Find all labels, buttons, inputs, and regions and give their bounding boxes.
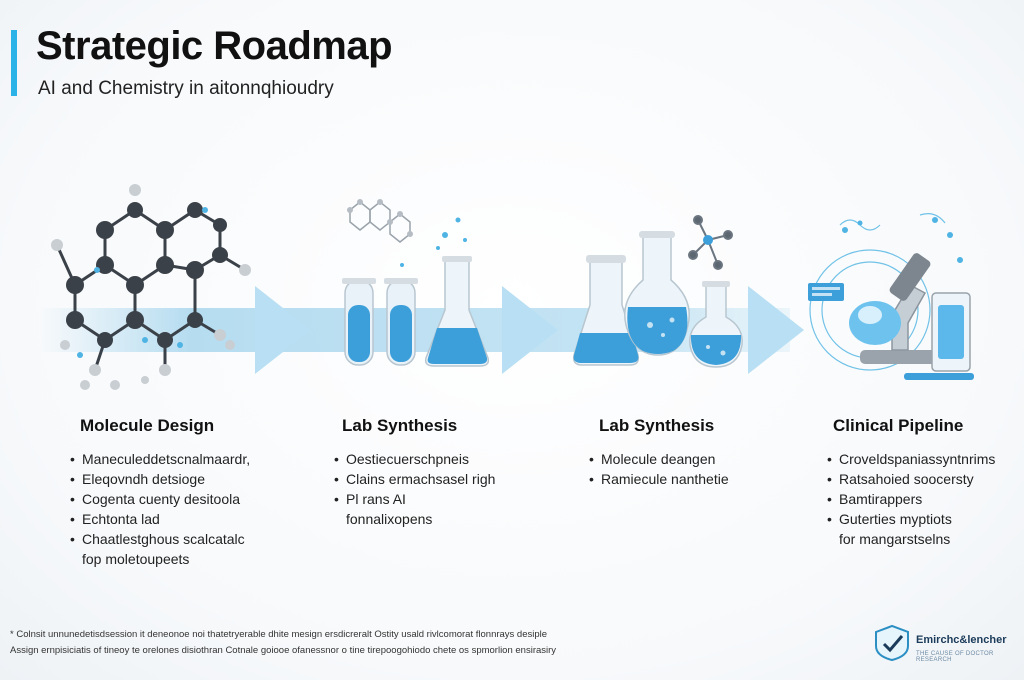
footnote-line-2: Assign ernpisiciatis of tineoy te orelon… <box>10 645 557 656</box>
stage-1-title: Molecule Design <box>80 416 215 435</box>
stage-2-bullet-continuation: fonnalixopens <box>346 511 433 527</box>
stage-3-title: Lab Synthesis <box>599 416 715 435</box>
stage-1-bullet: Echtonta lad <box>70 509 250 529</box>
stage-2-bullet: Pl rans AI <box>334 489 495 509</box>
flow-arrow-2 <box>502 286 558 374</box>
stage-3-bullets: Molecule deangen Ramiecule nanthetie <box>589 449 729 489</box>
stage-4-bullets: Croveldspaniassyntnrims Ratsahoied sooce… <box>827 449 995 549</box>
flow-arrow-1 <box>255 286 311 374</box>
stage-4-title: Clinical Pipeline <box>833 416 964 435</box>
stage-1-bullet: Eleqovndh detsioge <box>70 469 250 489</box>
molecule-lattice-icon <box>51 184 251 390</box>
page-title: Strategic Roadmap <box>36 24 393 68</box>
test-tubes-flask-icon <box>342 199 490 367</box>
footnote-line-1: * Colnsit unnunedetisdsession it deneono… <box>10 629 548 640</box>
stage-4-bullet: Ratsahoied soocersty <box>827 469 995 489</box>
title-accent-bar <box>11 30 17 96</box>
logo-name: Emirchc&lencher <box>916 634 1007 646</box>
stage-4-bullet-continuation: for mangarstselns <box>839 531 951 547</box>
stage-1-bullet: Chaatlestghous scalcatalc <box>70 529 250 549</box>
flasks-icon <box>572 215 743 368</box>
company-logo-icon <box>875 624 909 662</box>
stage-2-title: Lab Synthesis <box>342 416 458 435</box>
stage-3-bullet: Molecule deangen <box>589 449 729 469</box>
stage-2-bullet: Clains ermachsasel righ <box>334 469 495 489</box>
stage-1-bullets: Maneculeddetscnalmaardr, Eleqovndh detsi… <box>70 449 250 569</box>
page-subtitle: AI and Chemistry in aitonnqhioudry <box>38 78 334 99</box>
stage-1-bullet: Cogenta cuenty desitoola <box>70 489 250 509</box>
stage-2-bullets: Oestiecuerschpneis Clains ermachsasel ri… <box>334 449 495 529</box>
microscope-lab-icon <box>808 213 974 380</box>
logo-tagline: THE CAUSE OF DOCTOR RESEARCH <box>916 651 994 663</box>
stage-4-bullet: Guterties myptiots <box>827 509 995 529</box>
stage-1-bullet-continuation: fop moletoupeets <box>82 551 190 567</box>
stage-3-bullet: Ramiecule nanthetie <box>589 469 729 489</box>
stage-4-bullet: Croveldspaniassyntnrims <box>827 449 995 469</box>
stage-2-bullet: Oestiecuerschpneis <box>334 449 495 469</box>
flow-arrow-3 <box>748 286 804 374</box>
stage-1-bullet: Maneculeddetscnalmaardr, <box>70 449 250 469</box>
stage-4-bullet: Bamtirappers <box>827 489 995 509</box>
